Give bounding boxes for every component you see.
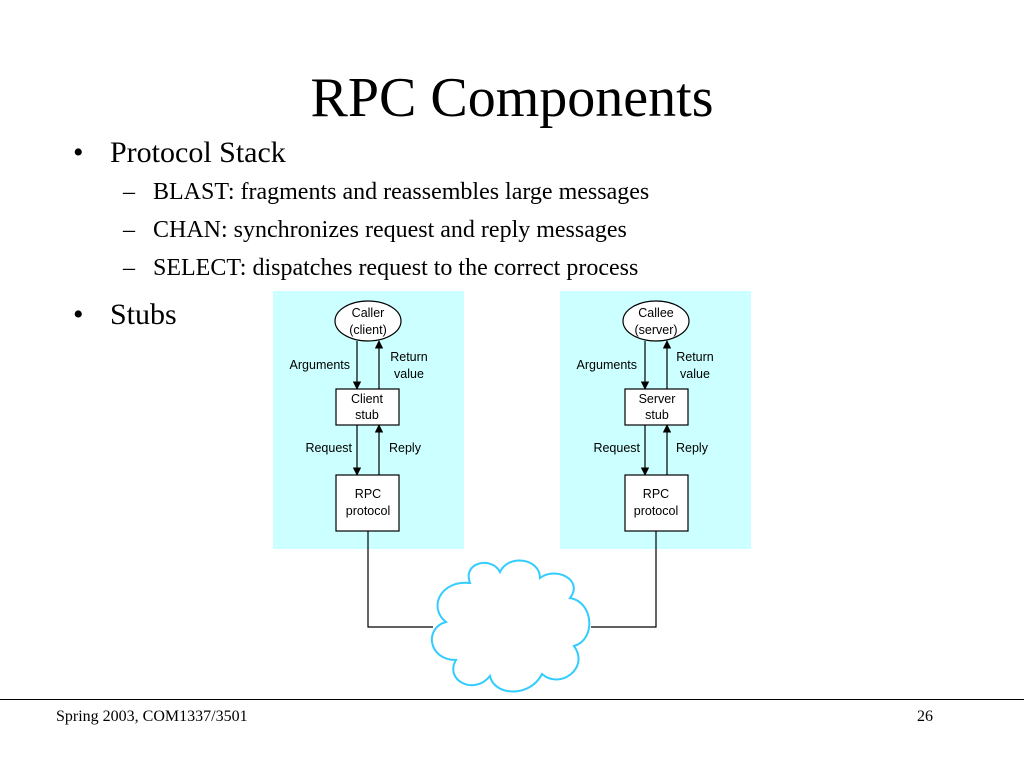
server-stub-box [624,388,689,426]
callee-endpoint [622,300,690,342]
server-rpc-protocol-sublabel: protocol [634,504,678,518]
reply-label: Reply [676,441,709,455]
sub-bullet-marker: – [123,217,135,243]
bullet-marker: • [73,136,84,169]
callee-sublabel: (server) [634,323,677,337]
callee-label: Callee [638,306,673,320]
sub-bullet-text: CHAN: synchronizes request and reply mes… [153,217,627,243]
return-value-label: Return [390,350,428,364]
sub-bullet-text: SELECT: dispatches request to the correc… [153,255,639,281]
bullet-marker: • [73,298,84,331]
client-network-link [367,531,433,628]
arguments-label: Arguments [290,358,350,372]
return-value-sublabel: value [394,367,424,381]
server-rpc-protocol-box [624,474,689,532]
client-stub-label: Client [351,392,383,406]
caller-sublabel: (client) [349,323,387,337]
return-value-sublabel: value [680,367,710,381]
reply-label: Reply [389,441,422,455]
client-rpc-protocol-sublabel: protocol [346,504,390,518]
slide-title: RPC Components [310,67,714,129]
request-label: Request [593,441,640,455]
client-stub-box [335,388,400,426]
footer-divider [0,699,1024,700]
caller-endpoint [334,300,402,342]
bullet-text: Protocol Stack [110,136,286,169]
sub-bullet-text: BLAST: fragments and reassembles large m… [153,179,650,205]
sub-bullet-marker: – [123,179,135,205]
footer-course-info: Spring 2003, COM1337/3501 [56,708,248,725]
request-label: Request [305,441,352,455]
server-rpc-protocol-label: RPC [643,487,669,501]
arguments-label: Arguments [577,358,637,372]
caller-label: Caller [352,306,385,320]
return-value-label: Return [676,350,714,364]
server-network-link [591,531,657,628]
client-stub-sublabel: stub [355,408,379,422]
slide-number: 26 [917,708,933,725]
client-rpc-protocol-label: RPC [355,487,381,501]
network-cloud-icon [430,559,591,693]
server-stub-label: Server [639,392,676,406]
bullet-text: Stubs [110,298,177,331]
sub-bullet-marker: – [123,255,135,281]
server-stub-sublabel: stub [645,408,669,422]
client-rpc-protocol-box [335,474,400,532]
